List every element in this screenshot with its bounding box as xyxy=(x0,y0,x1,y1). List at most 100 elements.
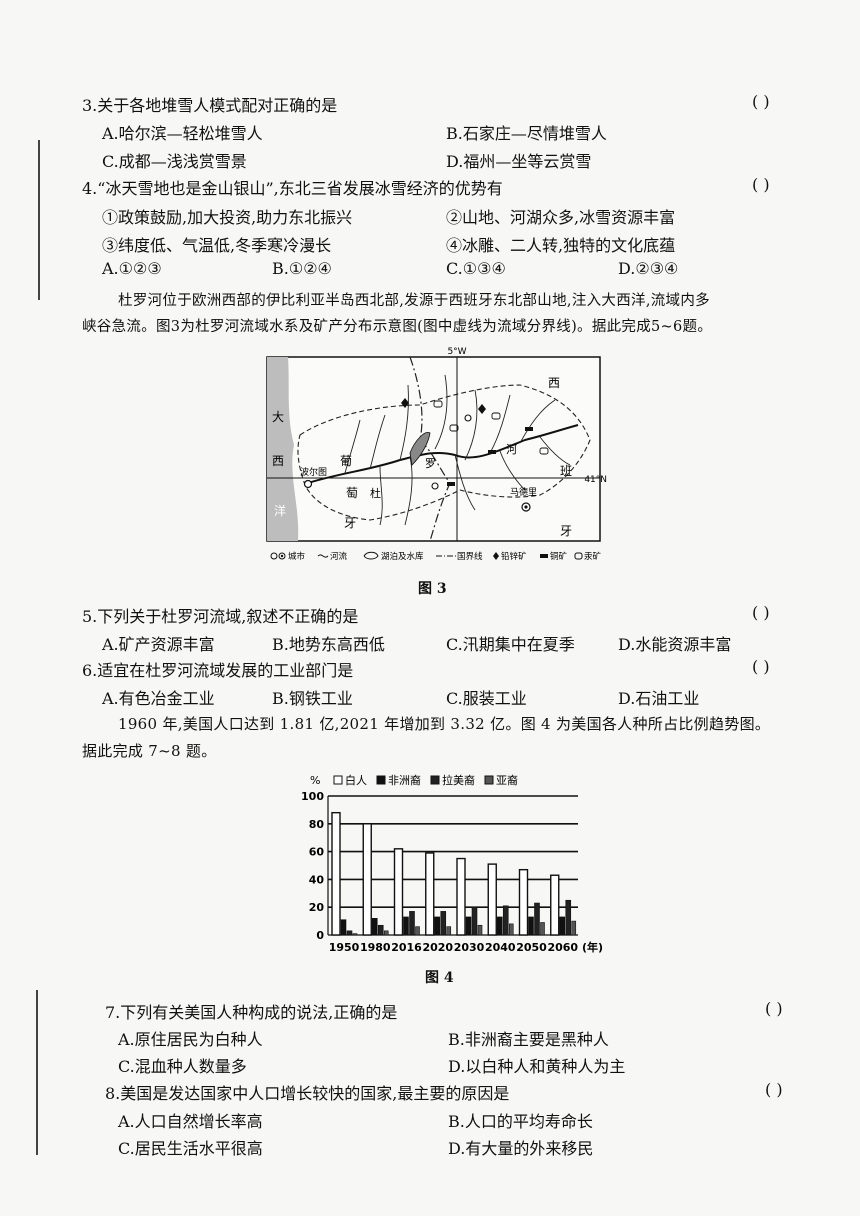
x-tick-label: 1950 xyxy=(329,941,360,954)
q5-option-c[interactable]: C.汛期集中在夏季 xyxy=(446,635,575,654)
bar-拉美裔-2020 xyxy=(440,911,447,936)
river-label-3: 河 xyxy=(506,443,517,456)
q3-answer-paren[interactable]: ( ) xyxy=(752,92,770,111)
q3-stem: 3.关于各地堆雪人模式配对正确的是 xyxy=(82,96,338,115)
x-tick-label: 2060 xyxy=(547,941,578,954)
margin-mark xyxy=(36,990,38,1155)
legend-river: 河流 xyxy=(330,551,348,562)
legend-swatch xyxy=(333,775,343,785)
x-tick-label: 2020 xyxy=(422,941,453,954)
legend-label: 非洲裔 xyxy=(388,773,421,787)
q5-option-b[interactable]: B.地势东高西低 xyxy=(272,635,385,654)
q4-option-a[interactable]: A.①②③ xyxy=(102,259,162,278)
q8-stem: 8.美国是发达国家中人口增长较快的国家,最主要的原因是 xyxy=(105,1084,510,1103)
q8-option-c[interactable]: C.居民生活水平很高 xyxy=(118,1139,263,1158)
bar-拉美裔-1980 xyxy=(377,924,384,936)
q7-option-a[interactable]: A.原住居民为白种人 xyxy=(118,1030,263,1049)
q6-option-d[interactable]: D.石油工业 xyxy=(618,689,700,708)
q8-answer-paren[interactable]: ( ) xyxy=(765,1080,783,1099)
q6-option-c[interactable]: C.服装工业 xyxy=(446,689,527,708)
passage-usa-line2: 据此完成 7~8 题。 xyxy=(82,742,217,760)
passage-duero-line1: 杜罗河位于欧洲西部的伊比利亚半岛西北部,发源于西班牙东北部山地,注入大西洋,流域… xyxy=(118,293,710,309)
y-tick-label: 40 xyxy=(309,873,325,886)
x-tick-label: 1980 xyxy=(360,941,391,954)
bar-非洲裔-1950 xyxy=(340,919,347,936)
q7-answer-paren[interactable]: ( ) xyxy=(765,999,783,1018)
q4-item-3: ③纬度低、气温低,冬季寒冷漫长 xyxy=(102,236,332,255)
q6-option-b[interactable]: B.钢铁工业 xyxy=(272,689,353,708)
bar-非洲裔-1980 xyxy=(371,918,378,936)
q5-answer-paren[interactable]: ( ) xyxy=(752,603,770,622)
bar-白人-2040 xyxy=(487,863,497,936)
chart-legend: % 白人非洲裔拉美裔亚裔 xyxy=(310,773,518,787)
bar-亚裔-2050 xyxy=(540,922,545,936)
y-tick-label: 60 xyxy=(309,846,325,859)
porto-city-marker xyxy=(303,479,313,489)
q4-answer-paren[interactable]: ( ) xyxy=(752,175,770,194)
ocean-label-2: 西 xyxy=(272,454,284,468)
bar-白人-2020 xyxy=(425,852,435,936)
bar-亚裔-2060 xyxy=(571,920,577,936)
bar-亚裔-2040 xyxy=(508,923,514,936)
legend-label: 亚裔 xyxy=(496,773,518,787)
bar-亚裔-2030 xyxy=(477,924,483,936)
margin-mark xyxy=(38,140,40,300)
map-legend: 城市 河流 湖泊及水库 国界线 铅锌矿 铜矿 汞矿 xyxy=(270,551,602,562)
legend-swatch xyxy=(484,775,494,785)
q4-item-4: ④冰雕、二人转,独特的文化底蕴 xyxy=(446,236,676,255)
spain-label-2: 班 xyxy=(560,464,572,478)
duero-basin-map: 5°W 41°N 大 西 洋 葡 萄 牙 西 班 牙 罗 杜 河 波尔图 马德里… xyxy=(266,347,607,562)
spain-label-1: 西 xyxy=(548,376,560,390)
bar-非洲裔-2060 xyxy=(559,916,566,936)
y-tick-label: 0 xyxy=(316,929,324,942)
q3-option-a[interactable]: A.哈尔滨—轻松堆雪人 xyxy=(102,124,263,143)
legend-swatch xyxy=(430,775,440,785)
q7-stem: 7.下列有关美国人种构成的说法,正确的是 xyxy=(105,1003,398,1022)
q3-option-c[interactable]: C.成都—浅浅赏雪景 xyxy=(102,152,247,171)
q5-option-a[interactable]: A.矿产资源丰富 xyxy=(102,635,215,654)
bar-白人-2050 xyxy=(518,868,529,936)
bar-白人-1950 xyxy=(331,811,341,936)
q4-option-b[interactable]: B.①②④ xyxy=(272,259,332,278)
q6-option-a[interactable]: A.有色冶金工业 xyxy=(102,689,215,708)
q5-option-d[interactable]: D.水能资源丰富 xyxy=(618,635,732,654)
river-label-1: 罗 xyxy=(425,457,436,470)
bar-拉美裔-2030 xyxy=(471,906,478,936)
bar-亚裔-2020 xyxy=(446,926,452,936)
q7-option-c[interactable]: C.混血种人数量多 xyxy=(118,1057,247,1076)
bar-拉美裔-2016 xyxy=(409,911,415,936)
legend-lead-zinc: 铅锌矿 xyxy=(501,551,527,562)
bar-拉美裔-1950 xyxy=(346,930,353,936)
madrid-label: 马德里 xyxy=(510,486,537,498)
q3-option-d[interactable]: D.福州—坐等云赏雪 xyxy=(446,152,592,171)
bar-亚裔-2016 xyxy=(415,926,420,936)
legend-label: 白人 xyxy=(345,773,367,787)
porto-label: 波尔图 xyxy=(300,466,327,478)
q4-item-2: ②山地、河湖众多,冰雪资源丰富 xyxy=(446,208,676,227)
bar-拉美裔-2040 xyxy=(502,905,509,936)
bar-白人-1980 xyxy=(362,823,372,936)
q4-option-c[interactable]: C.①③④ xyxy=(446,259,506,278)
bar-亚裔-1980 xyxy=(383,930,389,936)
q8-option-d[interactable]: D.有大量的外来移民 xyxy=(448,1139,594,1158)
bar-白人-2060 xyxy=(550,874,560,936)
q6-answer-paren[interactable]: ( ) xyxy=(752,657,770,676)
y-axis-unit: % xyxy=(310,774,320,787)
q5-stem: 5.下列关于杜罗河流域,叙述不正确的是 xyxy=(82,607,359,626)
q3-option-b[interactable]: B.石家庄—尽情堆雪人 xyxy=(446,124,607,143)
bar-拉美裔-2060 xyxy=(565,899,572,936)
legend-lake: 湖泊及水库 xyxy=(381,551,424,562)
q8-option-a[interactable]: A.人口自然增长率高 xyxy=(118,1112,263,1131)
q7-option-d[interactable]: D.以白种人和黄种人为主 xyxy=(448,1057,626,1076)
x-axis-unit: (年) xyxy=(582,940,603,954)
bar-亚裔-1950 xyxy=(352,933,358,936)
q4-option-d[interactable]: D.②③④ xyxy=(618,259,679,278)
bar-非洲裔-2030 xyxy=(465,916,472,936)
bar-拉美裔-2050 xyxy=(534,902,540,936)
q7-option-b[interactable]: B.非洲裔主要是黑种人 xyxy=(448,1030,609,1049)
legend-copper: 铜矿 xyxy=(550,551,568,562)
ocean-label-1: 大 xyxy=(272,410,284,424)
bar-非洲裔-2040 xyxy=(496,916,503,936)
q8-option-b[interactable]: B.人口的平均寿命长 xyxy=(448,1112,593,1131)
atlantic-ocean-area xyxy=(267,357,299,541)
